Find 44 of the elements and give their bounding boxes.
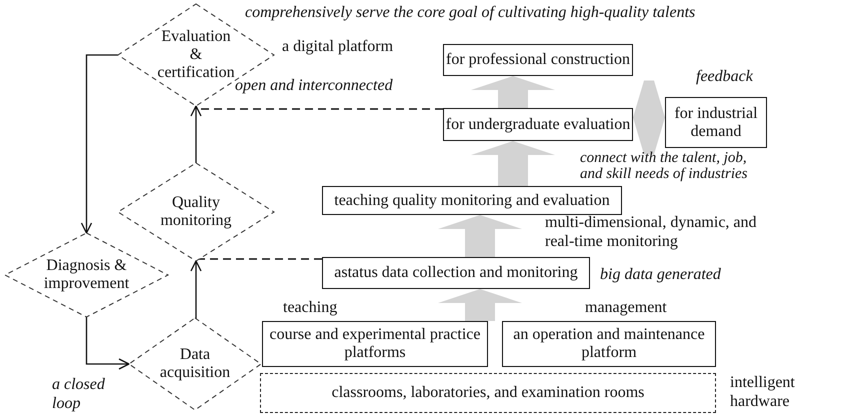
annotation-text: management: [585, 299, 668, 318]
node-label: Diagnosis & improvement: [42, 257, 130, 293]
dashed-box: [260, 373, 716, 413]
arrow: [190, 105, 202, 163]
italic-note: connect with the talent, job, and skill needs of industries: [580, 150, 748, 182]
block-arrow: [633, 80, 665, 154]
node-label: astatus data collection and monitoring: [334, 264, 578, 282]
process-box: [443, 44, 633, 76]
italic-note: comprehensively serve the core goal of cultivating high-quality talents: [245, 4, 696, 23]
italic-note: open and interconnected: [235, 77, 394, 96]
process-box: [502, 321, 716, 367]
node-label: for industrial demand: [673, 104, 759, 140]
block-arrow: [471, 76, 555, 108]
italic-note: big data generated: [600, 266, 722, 285]
process-box: [262, 321, 488, 367]
decision-diamond: [129, 318, 261, 410]
dashed-connector: [195, 106, 443, 110]
process-box: [665, 97, 767, 148]
node-label: for professional construction: [446, 51, 630, 69]
annotation-text: teaching: [283, 299, 338, 318]
arrow: [86, 317, 130, 370]
node-label: course and experimental practice platforms: [268, 326, 482, 362]
annotation-text: intelligent hardware: [730, 374, 796, 412]
italic-note: feedback: [696, 68, 754, 87]
node-label: Data acquisition: [158, 346, 232, 382]
block-arrow: [438, 215, 522, 257]
block-arrow: [438, 289, 522, 321]
node-label: an operation and maintenance platform: [512, 326, 706, 362]
arrow: [190, 260, 202, 319]
process-box: [322, 186, 622, 215]
node-label: teaching quality monitoring and evaluation: [334, 192, 610, 210]
annotation-text: a digital platform: [282, 38, 394, 57]
node-label: classrooms, laboratories, and examination rooms: [332, 384, 644, 402]
italic-note: a closed loop: [52, 376, 106, 414]
block-arrow: [471, 141, 555, 186]
node-label: Quality monitoring: [159, 194, 233, 230]
node-label: for undergraduate evaluation: [446, 116, 630, 134]
process-box: [443, 108, 633, 141]
annotation-text: multi-dimensional, dynamic, and real-time monitoring: [545, 214, 758, 252]
decision-diamond: [118, 163, 274, 261]
node-label: Evaluation & certification: [156, 28, 236, 82]
arrow: [80, 54, 118, 234]
process-box: [322, 257, 590, 289]
decision-diamond: [5, 233, 168, 317]
